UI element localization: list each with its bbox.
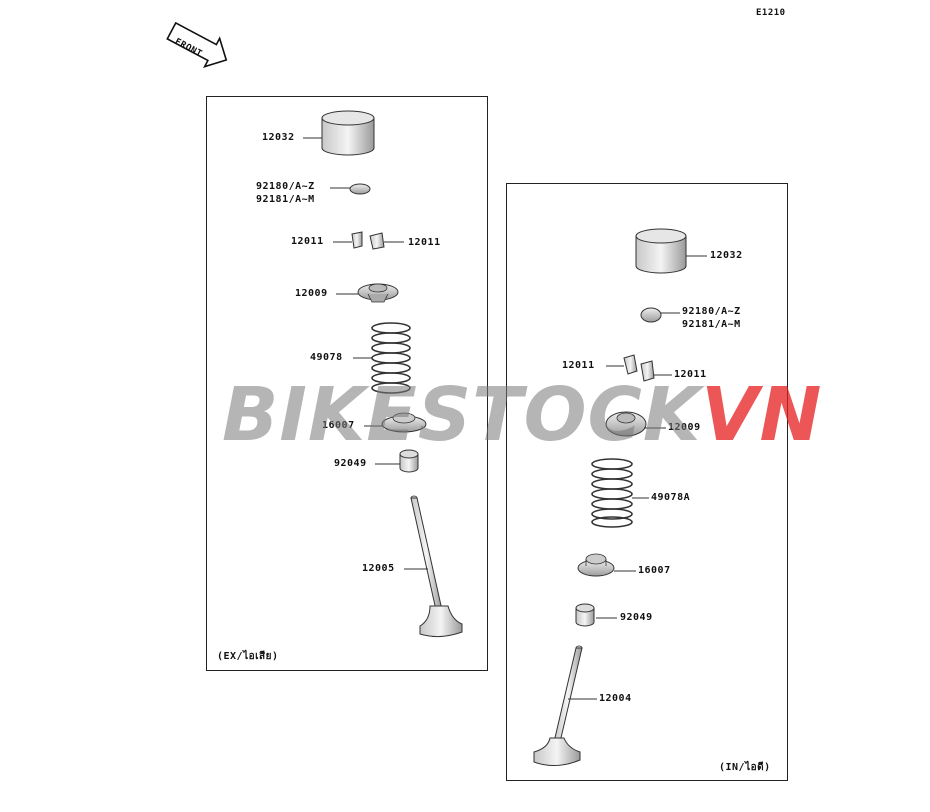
ex-tappet-label: 12032 xyxy=(262,132,295,143)
ex-cotter-right-label: 12011 xyxy=(408,237,441,248)
ex-shim-icon xyxy=(349,183,371,195)
ex-valve-label: 12005 xyxy=(362,563,395,574)
in-retainer-label: 12009 xyxy=(668,422,701,433)
ex-retainer-icon xyxy=(357,283,399,303)
in-oil-seal-icon xyxy=(575,603,595,627)
in-valve-icon xyxy=(533,645,583,766)
in-oil-seal-label: 92049 xyxy=(620,612,653,623)
ex-shim-b-label: 92181/A~M xyxy=(256,194,315,205)
in-shim-a-label: 92180/A~Z xyxy=(682,306,741,317)
ex-spring-icon xyxy=(371,322,411,394)
ex-spring-seat-label: 16007 xyxy=(322,420,355,431)
in-spring-seat-icon xyxy=(577,553,615,577)
in-leader-lines xyxy=(568,255,707,700)
watermark: BIKESTOCKVN xyxy=(222,370,821,460)
ex-spring-label: 49078 xyxy=(310,352,343,363)
in-cotter-icon xyxy=(623,354,655,382)
ex-oil-seal-icon xyxy=(399,449,419,473)
ex-cotter-left-label: 12011 xyxy=(291,236,324,247)
intake-panel xyxy=(506,183,788,781)
watermark-part2: VN xyxy=(701,372,823,458)
in-spring-seat-label: 16007 xyxy=(638,565,671,576)
ex-cotter-icon xyxy=(351,231,385,250)
ex-spring-seat-icon xyxy=(381,412,427,433)
exhaust-panel xyxy=(206,96,488,671)
in-shim-icon xyxy=(640,307,662,323)
ex-leader-lines xyxy=(303,137,428,570)
in-retainer-icon xyxy=(605,411,647,437)
in-tappet-icon xyxy=(635,228,687,274)
ex-tappet-icon xyxy=(321,110,375,156)
in-tappet-label: 12032 xyxy=(710,250,743,261)
ex-retainer-label: 12009 xyxy=(295,288,328,299)
in-cotter-right-label: 12011 xyxy=(674,369,707,380)
ex-oil-seal-label: 92049 xyxy=(334,458,367,469)
in-spring-label: 49078A xyxy=(651,492,691,503)
in-spring-icon xyxy=(591,458,633,528)
watermark-part1: BIKESTOCK xyxy=(222,372,702,458)
ex-valve-icon xyxy=(410,495,463,638)
in-valve-label: 12004 xyxy=(599,693,632,704)
in-cotter-left-label: 12011 xyxy=(562,360,595,371)
ex-shim-a-label: 92180/A~Z xyxy=(256,181,315,192)
in-shim-b-label: 92181/A~M xyxy=(682,319,741,330)
ex-panel-caption: (EX/ไอเสีย) xyxy=(217,651,279,662)
in-panel-caption: (IN/ไอดี) xyxy=(719,762,771,773)
diagram-code: E1210 xyxy=(756,8,786,18)
